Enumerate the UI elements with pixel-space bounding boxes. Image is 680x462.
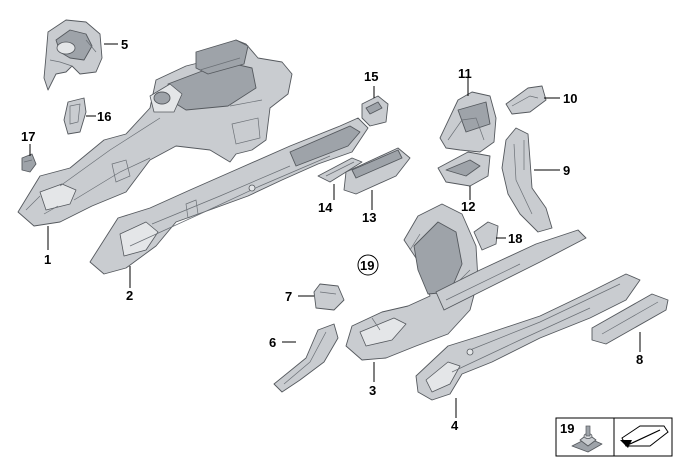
part-6-rail[interactable] <box>273 323 339 393</box>
arrow-icon <box>620 425 669 448</box>
part-9-pillar-reinforcement[interactable] <box>501 127 553 233</box>
callout-18: 18 <box>508 231 522 246</box>
part-17-clip[interactable] <box>21 153 37 173</box>
callout-6: 6 <box>269 335 276 350</box>
callout-19-circled: 19 <box>357 254 379 276</box>
callout-2: 2 <box>126 288 133 303</box>
part-2-longitudinal-member[interactable] <box>89 117 369 275</box>
callout-1: 1 <box>44 252 51 267</box>
part-14-bracket[interactable] <box>317 157 363 183</box>
callout-12: 12 <box>461 199 475 214</box>
part-10-bracket[interactable] <box>505 85 547 115</box>
callout-7: 7 <box>285 289 292 304</box>
callout-4: 4 <box>451 418 459 433</box>
callout-labels: 5 16 17 1 2 14 13 15 11 10 12 9 18 7 6 3… <box>21 37 643 433</box>
callout-15: 15 <box>364 69 378 84</box>
callout-16: 16 <box>97 109 111 124</box>
part-15-bracket[interactable] <box>361 95 389 127</box>
callout-19: 19 <box>360 258 374 273</box>
part-16-bracket[interactable] <box>63 97 87 135</box>
part-18-bracket[interactable] <box>473 221 499 251</box>
callout-13: 13 <box>362 210 376 225</box>
legend-box: 19 <box>555 417 673 457</box>
part-12-support[interactable] <box>437 151 491 187</box>
part-3-wheel-housing[interactable] <box>345 203 479 361</box>
callout-5: 5 <box>121 37 128 52</box>
callout-11: 11 <box>458 66 472 81</box>
callout-17: 17 <box>21 129 35 144</box>
legend-label: 19 <box>560 421 574 436</box>
part-4-side-member[interactable] <box>415 229 641 401</box>
part-8-plate[interactable] <box>591 293 669 345</box>
callout-9: 9 <box>563 163 570 178</box>
part-7-bracket[interactable] <box>313 283 345 311</box>
callout-10: 10 <box>563 91 577 106</box>
part-1-rear-floor-assembly[interactable] <box>17 39 293 227</box>
part-5-wheel-housing[interactable] <box>43 19 103 91</box>
callout-14: 14 <box>318 200 333 215</box>
part-13-cross-member[interactable] <box>343 147 411 195</box>
callout-8: 8 <box>636 352 643 367</box>
part-11-strut-mount[interactable] <box>439 91 497 153</box>
callout-3: 3 <box>369 383 376 398</box>
leader-lines <box>29 43 641 418</box>
weld-nut-icon <box>571 425 603 453</box>
